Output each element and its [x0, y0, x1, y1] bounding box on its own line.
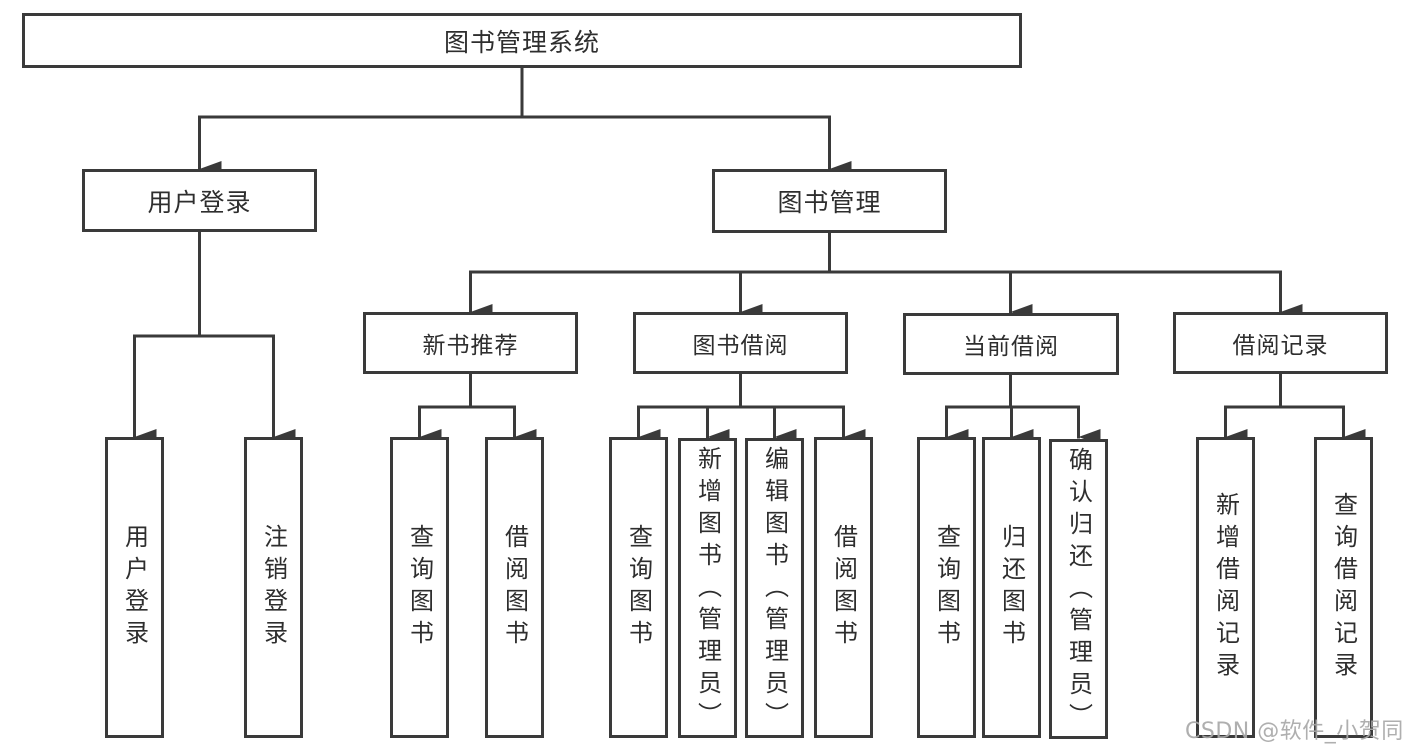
leaf-edit-book-admin-label: 编辑图书（管理员） [760, 446, 789, 734]
leaf-borrow-books-2: 借阅图书 [814, 437, 873, 738]
node-book-borrow: 图书借阅 [633, 312, 848, 374]
leaf-query-books-2: 查询图书 [609, 437, 668, 738]
leaf-query-books-1-label: 查询图书 [405, 523, 434, 652]
watermark: CSDN @软件_小贺同学 [1185, 719, 1405, 744]
node-book-management-label: 图书管理 [777, 188, 882, 217]
leaf-borrow-books-1-label: 借阅图书 [500, 523, 529, 652]
leaf-user-login: 用户登录 [105, 437, 164, 738]
leaf-confirm-return-admin-label: 确认归还（管理员） [1064, 447, 1093, 735]
node-new-book-recommend-label: 新书推荐 [422, 333, 519, 359]
node-borrow-records: 借阅记录 [1173, 312, 1388, 374]
node-book-borrow-label: 图书借阅 [692, 333, 789, 359]
node-book-management: 图书管理 [712, 169, 947, 233]
node-current-borrow-label: 当前借阅 [963, 334, 1059, 360]
node-new-book-recommend: 新书推荐 [363, 312, 578, 374]
leaf-borrow-books-2-label: 借阅图书 [829, 523, 858, 652]
leaf-query-books-1: 查询图书 [390, 437, 449, 738]
leaf-logout-label: 注销登录 [259, 523, 288, 652]
leaf-add-book-admin: 新增图书（管理员） [678, 438, 737, 738]
leaf-query-books-2-label: 查询图书 [624, 523, 653, 652]
leaf-edit-book-admin: 编辑图书（管理员） [745, 438, 804, 738]
node-current-borrow: 当前借阅 [903, 313, 1119, 375]
node-borrow-records-label: 借阅记录 [1232, 333, 1329, 359]
leaf-query-borrow-record: 查询借阅记录 [1314, 437, 1373, 738]
leaf-query-books-3-label: 查询图书 [932, 523, 961, 652]
leaf-query-borrow-record-label: 查询借阅记录 [1329, 491, 1358, 684]
leaf-query-books-3: 查询图书 [917, 437, 976, 738]
leaf-borrow-books-1: 借阅图书 [485, 437, 544, 738]
leaf-add-borrow-record-label: 新增借阅记录 [1211, 491, 1240, 684]
node-root-label: 图书管理系统 [443, 27, 600, 57]
leaf-add-book-admin-label: 新增图书（管理员） [693, 446, 722, 734]
node-user-login-label: 用户登录 [147, 187, 252, 217]
leaf-logout: 注销登录 [244, 437, 303, 738]
leaf-add-borrow-record: 新增借阅记录 [1196, 437, 1255, 738]
leaf-confirm-return-admin: 确认归还（管理员） [1049, 439, 1108, 739]
leaf-return-books: 归还图书 [982, 437, 1041, 738]
node-user-login: 用户登录 [82, 169, 317, 232]
node-root: 图书管理系统 [22, 13, 1022, 68]
leaf-return-books-label: 归还图书 [997, 523, 1026, 652]
leaf-user-login-label: 用户登录 [120, 523, 149, 652]
